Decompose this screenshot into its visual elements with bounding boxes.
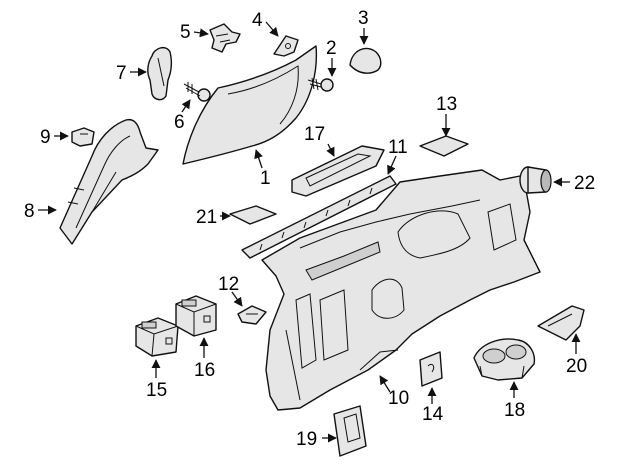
part-20-panel [537,305,585,341]
callout-3: 3 [358,8,369,29]
part-5-clip [209,23,241,53]
callout-15: 15 [146,380,167,401]
leader-lines [38,21,581,443]
leader-17 [326,143,335,157]
callout-18: 18 [504,400,525,421]
leader-11 [387,155,397,175]
callout-19: 19 [296,429,317,450]
part-10-quarter-panel [261,169,541,411]
leader-1 [254,149,263,169]
leader-5 [193,28,209,38]
part-14-pad [419,351,443,387]
callout-20: 20 [566,356,587,377]
callout-8: 8 [24,201,35,222]
callout-16: 16 [194,360,215,381]
callout-5: 5 [180,22,191,43]
part-9-clip [71,127,95,147]
part-15-switch [135,317,179,357]
part-11-strip [241,175,397,259]
part-13-pad [419,135,469,157]
callout-10: 10 [388,388,409,409]
part-19-cover [333,405,367,457]
part-16-switch [175,295,217,337]
part-2-screw [307,77,334,92]
part-6-screw [183,82,211,102]
part-8-pillar-trim [59,118,159,245]
callout-21: 21 [196,207,217,228]
callout-labels: 1 2 3 4 5 6 7 8 9 10 11 12 13 14 15 16 1… [24,8,595,450]
part-1-pillar-trim [182,45,318,165]
callout-13: 13 [436,94,457,115]
callout-2: 2 [326,38,337,59]
leader-12 [231,291,243,307]
part-22-grommet [519,166,552,194]
callout-7: 7 [116,63,127,84]
callout-14: 14 [422,404,444,425]
leader-10 [379,375,391,393]
callout-12: 12 [218,274,239,295]
callout-4: 4 [252,10,263,31]
part-18-cupholder [473,338,536,381]
callout-9: 9 [40,127,51,148]
callout-11: 11 [388,137,408,158]
part-7-retainer [147,46,173,101]
callout-22: 22 [574,173,595,194]
callout-17: 17 [304,124,325,145]
callout-1: 1 [260,168,271,189]
part-12-clip [237,305,267,325]
leader-6 [181,99,191,113]
part-4-bracket [273,35,299,57]
part-3-cap [349,47,382,74]
leader-4 [265,21,279,37]
part-17-tray [291,145,385,197]
callout-6: 6 [174,112,185,133]
part-21-pad [229,205,277,225]
